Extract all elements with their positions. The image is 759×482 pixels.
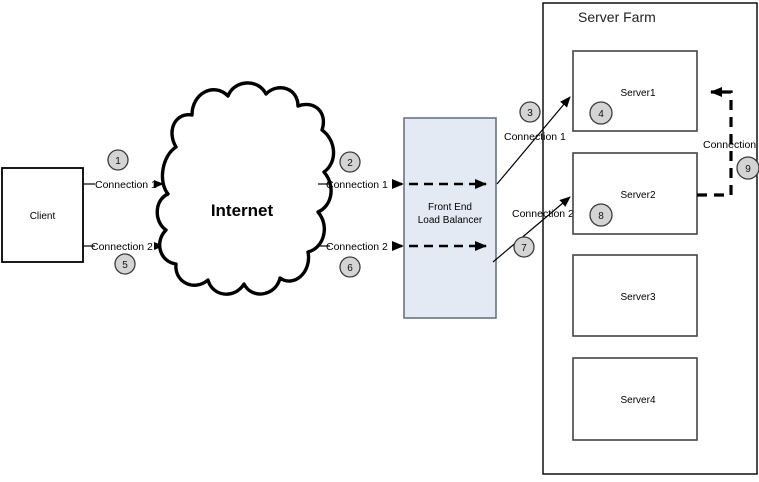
server1-label: Server1	[620, 88, 655, 99]
node-server-farm[interactable]: Server Farm	[542, 2, 758, 475]
edge-label-server2-server1: Connection 2	[703, 139, 759, 151]
edge-label-cloud-lb-1: Connection 1	[326, 179, 388, 191]
edge-client-to-cloud-2: Connection 2	[83, 241, 164, 253]
edge-label-client-cloud-1: Connection 1	[95, 179, 157, 191]
node-server3[interactable]: Server3	[572, 254, 698, 337]
node-client[interactable]: Client	[1, 167, 84, 263]
edge-label-cloud-lb-2: Connection 2	[326, 241, 388, 253]
edge-path-server2-server1	[697, 87, 733, 197]
server4-box[interactable]	[572, 357, 698, 441]
edge-cloud-to-lb-2: Connection 2	[318, 241, 404, 253]
badge-9-number: 9	[745, 164, 751, 175]
badge-5-number: 5	[122, 260, 128, 271]
server4-label: Server4	[620, 395, 655, 406]
edge-arrow-lb-server1	[496, 96, 571, 185]
edge-client-to-cloud-1: Connection 1	[83, 179, 164, 191]
edge-label-lb-server1: Connection 1	[504, 131, 566, 143]
badge-8[interactable]: 8	[589, 203, 613, 227]
edge-lb-to-server2: Connection 2	[492, 196, 574, 263]
node-load-balancer[interactable]: Front End Load Balancer	[403, 117, 497, 319]
edge-server2-to-server1: Connection 2	[697, 87, 759, 197]
badge-3-circle[interactable]	[519, 101, 541, 123]
badge-6[interactable]: 6	[339, 256, 361, 278]
badge-4-number: 4	[598, 109, 604, 120]
edge-cloud-to-lb-1: Connection 1	[318, 179, 404, 191]
load-balancer-box[interactable]	[403, 117, 497, 319]
badge-5-circle[interactable]	[114, 253, 136, 275]
badge-3-number: 3	[527, 108, 533, 119]
load-balancer-label-line1: Front End	[428, 202, 472, 213]
node-server4[interactable]: Server4	[572, 357, 698, 441]
badge-3[interactable]: 3	[519, 101, 541, 123]
edge-arrow-lb-server2	[492, 196, 571, 263]
badge-7[interactable]: 7	[513, 236, 535, 258]
node-server2[interactable]: Server2	[572, 152, 698, 235]
server-farm-box[interactable]	[542, 2, 758, 475]
badge-9-circle[interactable]	[736, 156, 759, 180]
badge-5[interactable]: 5	[114, 253, 136, 275]
badge-9[interactable]: 9	[736, 156, 759, 180]
server3-box[interactable]	[572, 254, 698, 337]
badge-2[interactable]: 2	[339, 151, 361, 173]
cloud-label: Internet	[211, 201, 274, 220]
server2-label: Server2	[620, 190, 655, 201]
cloud-shape[interactable]	[155, 81, 336, 296]
edge-label-client-cloud-2: Connection 2	[91, 241, 153, 253]
badge-1-circle[interactable]	[107, 149, 129, 171]
server-farm-label: Server Farm	[578, 9, 656, 25]
client-label: Client	[30, 211, 56, 222]
client-box[interactable]	[1, 167, 84, 263]
badge-8-circle[interactable]	[589, 203, 613, 227]
node-internet-cloud[interactable]: Internet	[155, 81, 336, 296]
edge-lb-to-server1: Connection 1	[496, 96, 571, 185]
badge-8-number: 8	[598, 211, 604, 222]
badge-4-circle[interactable]	[589, 101, 613, 125]
badge-7-number: 7	[521, 243, 527, 254]
badge-6-circle[interactable]	[339, 256, 361, 278]
badge-7-circle[interactable]	[513, 236, 535, 258]
badge-6-number: 6	[347, 263, 353, 274]
badge-2-circle[interactable]	[339, 151, 361, 173]
server3-label: Server3	[620, 292, 655, 303]
badge-1[interactable]: 1	[107, 149, 129, 171]
badge-1-number: 1	[115, 156, 121, 167]
badge-2-number: 2	[347, 158, 353, 169]
badge-4[interactable]: 4	[589, 101, 613, 125]
load-balancer-label-line2: Load Balancer	[418, 215, 483, 226]
